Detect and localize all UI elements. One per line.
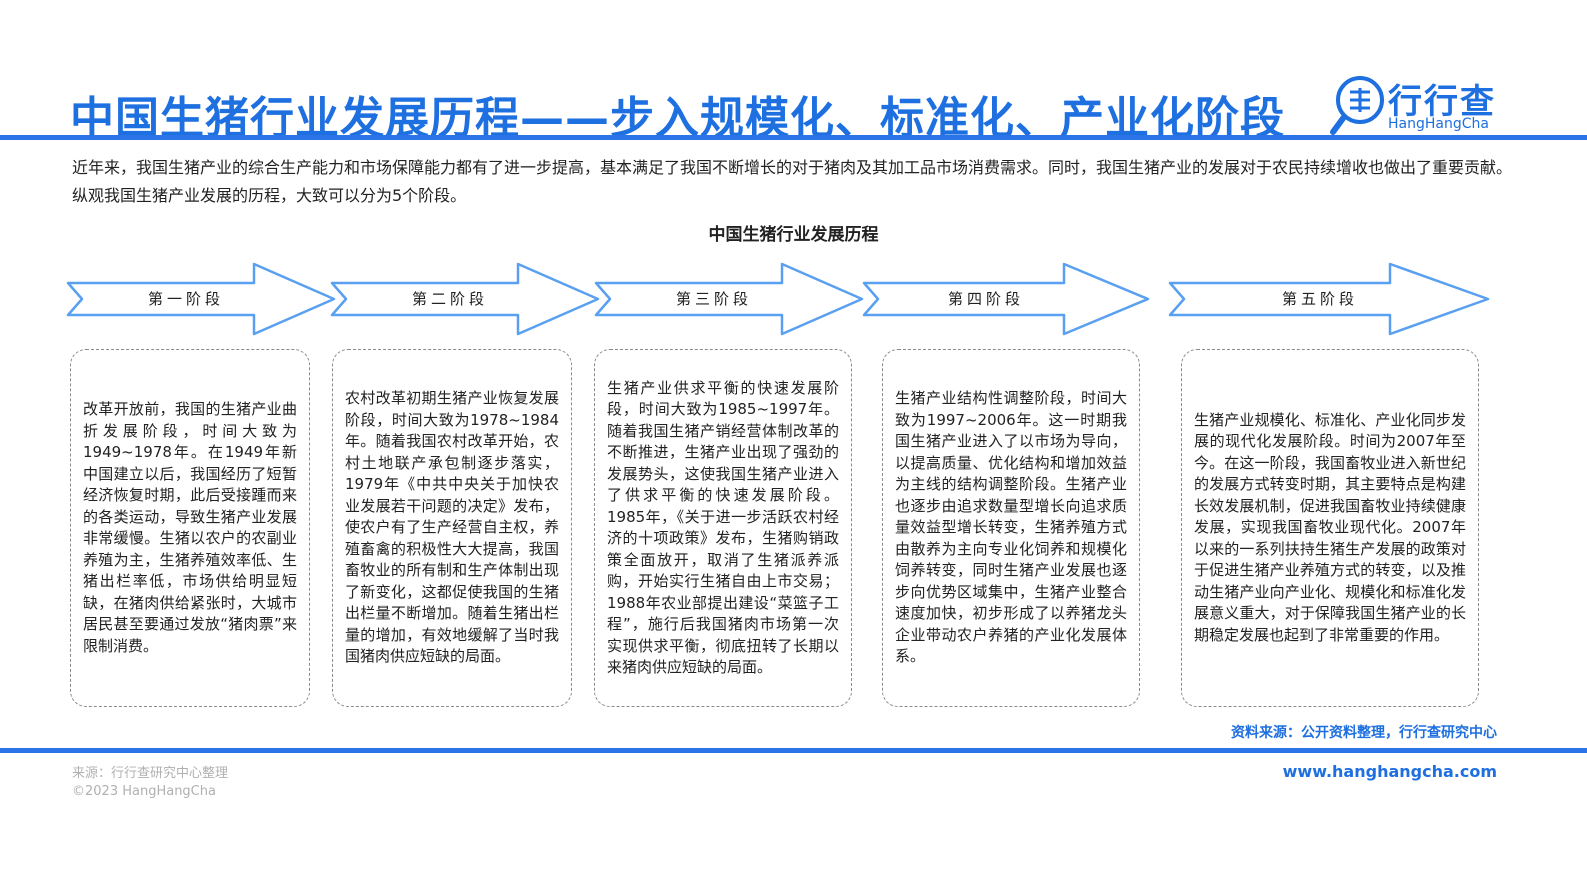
stage-2-card: 农村改革初期生猪产业恢复发展阶段，时间大致为1978~1984年。随着我国农村改… — [332, 349, 572, 707]
stage-4-label: 第四阶段 — [947, 290, 1024, 308]
stage-2-arrow — [330, 262, 600, 336]
footer-website-link[interactable]: www.hanghangcha.com — [1282, 762, 1497, 781]
stage-1-arrow — [66, 262, 336, 336]
logo-chinese-text: 行行查 — [1388, 82, 1496, 122]
stage-5-label: 第五阶段 — [1281, 290, 1358, 308]
brand-logo: 行行查 HangHangCha — [1330, 72, 1530, 138]
magnifier-logo-icon — [1330, 76, 1384, 135]
stage-2-label: 第二阶段 — [411, 290, 488, 308]
footer-copyright: ©2023 HangHangCha — [72, 784, 216, 799]
diagram-title: 中国生猪行业发展历程 — [708, 225, 879, 245]
stage-5-arrow — [1168, 262, 1490, 336]
title-divider — [0, 135, 1587, 140]
stage-5-description: 生猪产业规模化、标准化、产业化同步发展的现代化发展阶段。时间为2007年至今。在… — [1194, 410, 1466, 644]
stage-3-arrow — [594, 262, 864, 336]
stage-2-description: 农村改革初期生猪产业恢复发展阶段，时间大致为1978~1984年。随着我国农村改… — [345, 389, 559, 666]
intro-paragraph: 近年来，我国生猪产业的综合生产能力和市场保障能力都有了进一步提高，基本满足了我国… — [72, 158, 1513, 205]
stage-1-description: 改革开放前，我国的生猪产业曲折发展阶段，时间大致为1949~1978年。在194… — [83, 400, 297, 655]
stage-5-card: 生猪产业规模化、标准化、产业化同步发展的现代化发展阶段。时间为2007年至今。在… — [1181, 349, 1479, 707]
stage-3-description: 生猪产业供求平衡的快速发展阶段，时间大致为1985~1997年。随着我国生猪产销… — [607, 378, 839, 677]
stage-3-label: 第三阶段 — [675, 290, 752, 308]
logo-english-text: HangHangCha — [1388, 116, 1489, 132]
stage-1-label: 第一阶段 — [147, 290, 224, 308]
footer-divider — [0, 748, 1587, 753]
data-source: 资料来源：公开资料整理，行行查研究中心 — [1231, 725, 1497, 741]
stage-4-description: 生猪产业结构性调整阶段，时间大致为1997~2006年。这一时期我国生猪产业进入… — [895, 389, 1127, 666]
stage-1-card: 改革开放前，我国的生猪产业曲折发展阶段，时间大致为1949~1978年。在194… — [70, 349, 310, 707]
stage-4-arrow — [862, 262, 1150, 336]
stage-4-card: 生猪产业结构性调整阶段，时间大致为1997~2006年。这一时期我国生猪产业进入… — [882, 349, 1140, 707]
stage-3-card: 生猪产业供求平衡的快速发展阶段，时间大致为1985~1997年。随着我国生猪产销… — [594, 349, 852, 707]
footer-source: 来源：行行查研究中心整理 — [72, 766, 229, 781]
